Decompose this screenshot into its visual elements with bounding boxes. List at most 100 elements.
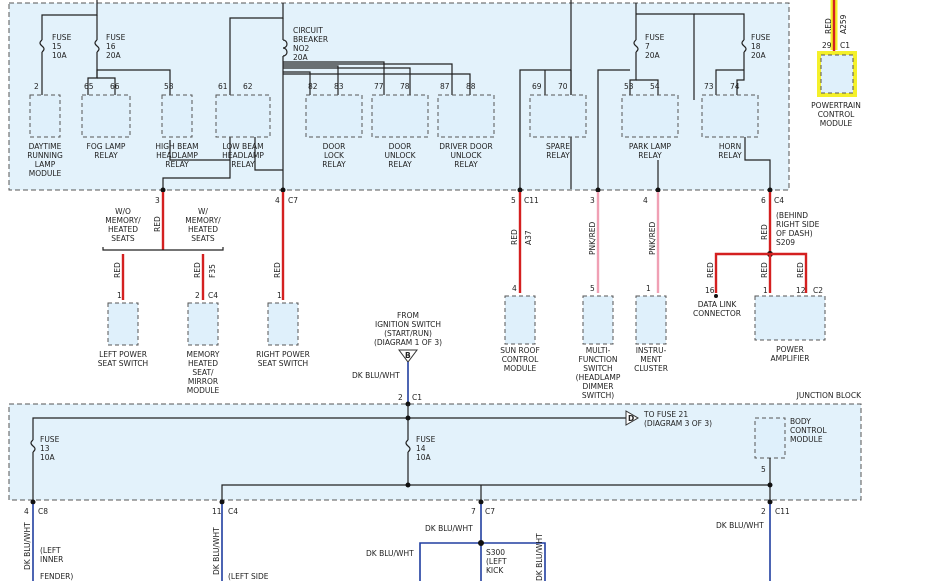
svg-text:53: 53 — [624, 82, 634, 91]
svg-text:A259: A259 — [839, 14, 848, 34]
svg-text:3: 3 — [155, 196, 160, 205]
svg-text:PNK/RED: PNK/RED — [648, 221, 657, 255]
svg-text:DAYTIME: DAYTIME — [29, 142, 62, 151]
svg-text:4: 4 — [275, 196, 280, 205]
svg-text:RED: RED — [796, 262, 805, 278]
svg-text:RIGHT POWER: RIGHT POWER — [256, 350, 310, 359]
svg-text:FUSE: FUSE — [416, 435, 436, 444]
powertrain-control-module: RED A259 29 C1 POWERTRAIN CONTROL MODULE — [811, 0, 861, 128]
svg-text:AMPLIFIER: AMPLIFIER — [771, 354, 810, 363]
svg-text:10A: 10A — [40, 453, 56, 462]
svg-text:FUNCTION: FUNCTION — [579, 355, 618, 364]
svg-text:MODULE: MODULE — [820, 119, 853, 128]
svg-text:C4: C4 — [774, 196, 784, 205]
svg-text:DK BLU/WHT: DK BLU/WHT — [535, 533, 544, 581]
svg-text:PNK/RED: PNK/RED — [588, 221, 597, 255]
svg-text:13: 13 — [40, 444, 50, 453]
svg-text:MODULE: MODULE — [790, 435, 823, 444]
svg-text:3: 3 — [590, 196, 595, 205]
svg-text:RED: RED — [760, 224, 769, 240]
svg-text:83: 83 — [334, 82, 344, 91]
svg-text:SUN ROOF: SUN ROOF — [500, 346, 540, 355]
svg-text:BREAKER: BREAKER — [293, 35, 328, 44]
instrument-cluster: 1 INSTRU- MENT CLUSTER — [634, 284, 668, 373]
svg-text:B: B — [405, 351, 411, 360]
svg-text:S300: S300 — [486, 548, 505, 557]
svg-text:SEAT/: SEAT/ — [192, 368, 214, 377]
relay-low-beam: 61 62 LOW BEAM HEADLAMP RELAY — [215, 82, 271, 169]
svg-text:MEMORY/: MEMORY/ — [105, 216, 141, 225]
svg-text:16: 16 — [106, 42, 116, 51]
svg-text:C11: C11 — [524, 196, 539, 205]
svg-text:FUSE: FUSE — [40, 435, 60, 444]
svg-text:MODULE: MODULE — [187, 386, 220, 395]
svg-text:78: 78 — [400, 82, 410, 91]
svg-text:RED: RED — [273, 262, 282, 278]
svg-text:10A: 10A — [52, 51, 68, 60]
svg-text:2: 2 — [398, 393, 403, 402]
svg-text:TO FUSE 21: TO FUSE 21 — [643, 410, 688, 419]
svg-text:DRIVER DOOR: DRIVER DOOR — [439, 142, 492, 151]
svg-text:RELAY: RELAY — [638, 151, 662, 160]
svg-text:RELAY: RELAY — [454, 160, 478, 169]
svg-text:29: 29 — [822, 41, 832, 50]
svg-text:C11: C11 — [775, 507, 790, 516]
svg-text:RED: RED — [706, 262, 715, 278]
svg-text:POWERTRAIN: POWERTRAIN — [811, 101, 861, 110]
output-c8: 4 C8 DK BLU/WHT (LEFT INNER FENDER) — [23, 504, 73, 581]
body-control-module: BODY CONTROL MODULE 5 — [754, 417, 827, 485]
svg-text:4: 4 — [643, 196, 648, 205]
to-fuse-21: D TO FUSE 21 (DIAGRAM 3 OF 3) — [625, 410, 712, 428]
svg-text:(LEFT SIDE: (LEFT SIDE — [228, 572, 269, 581]
svg-text:20A: 20A — [751, 51, 767, 60]
svg-text:RED: RED — [153, 216, 162, 232]
svg-text:NO2: NO2 — [293, 44, 310, 53]
svg-text:IGNITION SWITCH: IGNITION SWITCH — [375, 320, 441, 329]
svg-text:65: 65 — [84, 82, 94, 91]
svg-text:DOOR: DOOR — [323, 142, 346, 151]
svg-text:MEMORY/: MEMORY/ — [185, 216, 221, 225]
svg-text:FUSE: FUSE — [645, 33, 665, 42]
svg-text:87: 87 — [440, 82, 450, 91]
svg-text:RELAY: RELAY — [165, 160, 189, 169]
svg-text:HIGH BEAM: HIGH BEAM — [155, 142, 198, 151]
svg-text:S209: S209 — [776, 238, 795, 247]
junction-block — [8, 403, 862, 501]
svg-text:SWITCH): SWITCH) — [582, 391, 614, 400]
svg-text:69: 69 — [532, 82, 542, 91]
svg-text:(DIAGRAM 1 OF 3): (DIAGRAM 1 OF 3) — [374, 338, 442, 347]
svg-text:5: 5 — [590, 284, 595, 293]
svg-text:RED: RED — [510, 229, 519, 245]
svg-text:(DIAGRAM 3 OF 3): (DIAGRAM 3 OF 3) — [644, 419, 712, 428]
svg-text:5: 5 — [761, 465, 766, 474]
svg-text:SEATS: SEATS — [191, 234, 215, 243]
svg-text:CLUSTER: CLUSTER — [634, 364, 668, 373]
right-power-seat-switch: 1 RIGHT POWER SEAT SWITCH — [256, 291, 310, 368]
circuit-breaker-no2: CIRCUIT BREAKER NO2 20A — [282, 26, 471, 189]
svg-text:88: 88 — [466, 82, 476, 91]
svg-text:W/O: W/O — [115, 207, 131, 216]
svg-text:82: 82 — [308, 82, 318, 91]
svg-text:CIRCUIT: CIRCUIT — [293, 26, 323, 35]
svg-text:1: 1 — [117, 291, 122, 300]
svg-text:(LEFT: (LEFT — [40, 546, 61, 555]
svg-text:15: 15 — [52, 42, 62, 51]
svg-text:70: 70 — [558, 82, 568, 91]
svg-text:SEAT SWITCH: SEAT SWITCH — [98, 359, 148, 368]
svg-text:CONNECTOR: CONNECTOR — [693, 309, 741, 318]
svg-text:FOG LAMP: FOG LAMP — [87, 142, 126, 151]
svg-text:D: D — [628, 414, 634, 423]
svg-text:F35: F35 — [208, 264, 217, 278]
ignition-feed: FROM IGNITION SWITCH (START/RUN) (DIAGRA… — [352, 311, 442, 402]
svg-text:5: 5 — [511, 196, 516, 205]
svg-text:C2: C2 — [813, 286, 823, 295]
svg-text:C4: C4 — [208, 291, 218, 300]
svg-text:1: 1 — [763, 286, 768, 295]
fuse-15: FUSE 15 10A — [39, 33, 72, 100]
svg-text:2: 2 — [761, 507, 766, 516]
svg-text:POWER: POWER — [776, 345, 804, 354]
svg-text:(BEHIND: (BEHIND — [776, 211, 808, 220]
svg-text:DIMMER: DIMMER — [583, 382, 614, 391]
fuse-13: FUSE 13 10A — [30, 435, 60, 502]
